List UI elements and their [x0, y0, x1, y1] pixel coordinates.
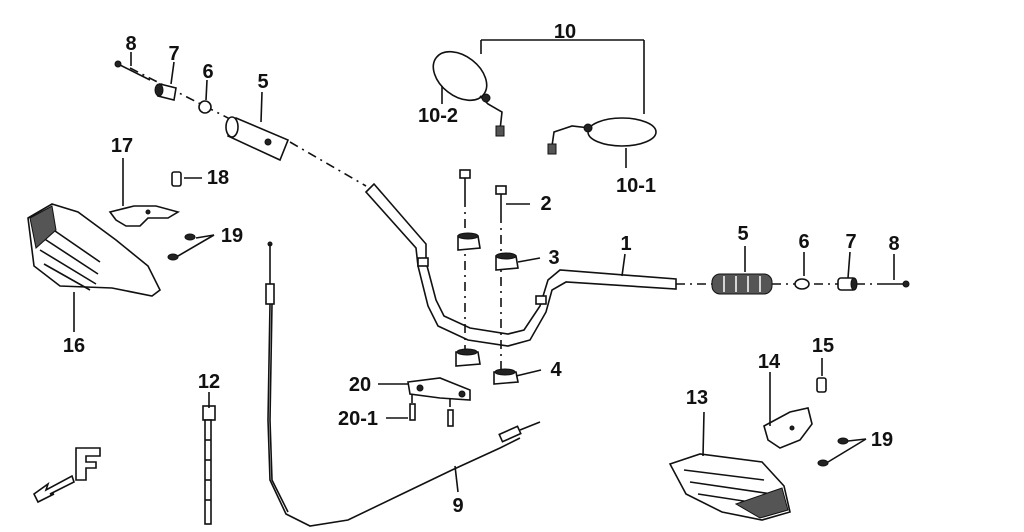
cable-strap	[202, 405, 216, 525]
callout-12: 12	[198, 371, 220, 393]
callout-14: 14	[758, 351, 781, 373]
callout-9: 9	[452, 495, 463, 517]
right-switch-housing	[668, 453, 791, 521]
lower-holders	[455, 348, 519, 385]
callout-4: 4	[550, 359, 562, 381]
mirror-left	[432, 50, 505, 137]
right-weight-collar	[794, 278, 810, 290]
leader-lines	[73, 39, 895, 493]
left-weight-collar	[198, 100, 212, 114]
left-bracket-screw	[171, 171, 182, 187]
handlebar-bolts	[459, 169, 507, 372]
callout-13: 13	[686, 387, 708, 409]
callout-19-left: 19	[221, 225, 243, 247]
right-bar-end-weight	[837, 277, 858, 291]
alignment-line-left-end	[129, 67, 233, 121]
left-end-screw	[114, 60, 151, 81]
right-grip	[711, 273, 773, 295]
left-housing-screws	[167, 233, 196, 261]
mirror-right	[547, 117, 657, 155]
left-grip	[225, 116, 290, 162]
callout-labels: 8 7 6 5 10 10-2 10-1 2 3 4 1 5 6 7 8 17 …	[63, 21, 900, 517]
callout-7-left: 7	[168, 43, 179, 65]
callout-10-1: 10-1	[616, 175, 656, 197]
callout-20: 20	[349, 374, 371, 396]
callout-10: 10	[554, 21, 576, 43]
callout-17: 17	[111, 135, 133, 157]
callout-8-left: 8	[125, 33, 136, 55]
upper-holders	[457, 232, 519, 271]
callout-6-right: 6	[798, 231, 809, 253]
callout-15: 15	[812, 335, 834, 357]
right-bracket-screw	[816, 377, 827, 393]
holder-screws	[409, 394, 454, 427]
callout-3: 3	[548, 247, 559, 269]
callout-20-1: 20-1	[338, 408, 378, 430]
left-switch-bracket	[108, 205, 181, 227]
right-switch-bracket	[763, 407, 813, 449]
handlebar	[364, 182, 677, 347]
callout-2: 2	[540, 193, 551, 215]
left-bar-end-weight	[154, 83, 177, 101]
callout-7-right: 7	[845, 231, 856, 253]
throttle-cable	[265, 241, 541, 527]
callout-8-right: 8	[888, 233, 899, 255]
callout-16: 16	[63, 335, 85, 357]
holder-bracket	[407, 377, 471, 401]
callout-5-right: 5	[737, 223, 748, 245]
callout-5-left: 5	[257, 71, 268, 93]
callout-19-right: 19	[871, 429, 893, 451]
callout-10-2: 10-2	[418, 105, 458, 127]
left-switch-housing	[27, 203, 162, 297]
callout-1: 1	[620, 233, 631, 255]
right-end-screw	[880, 280, 910, 288]
callout-6-left: 6	[202, 61, 213, 83]
alignment-line-left	[289, 141, 367, 187]
callout-18: 18	[207, 167, 229, 189]
right-housing-screws	[817, 437, 849, 467]
front-arrow-icon	[32, 447, 101, 504]
